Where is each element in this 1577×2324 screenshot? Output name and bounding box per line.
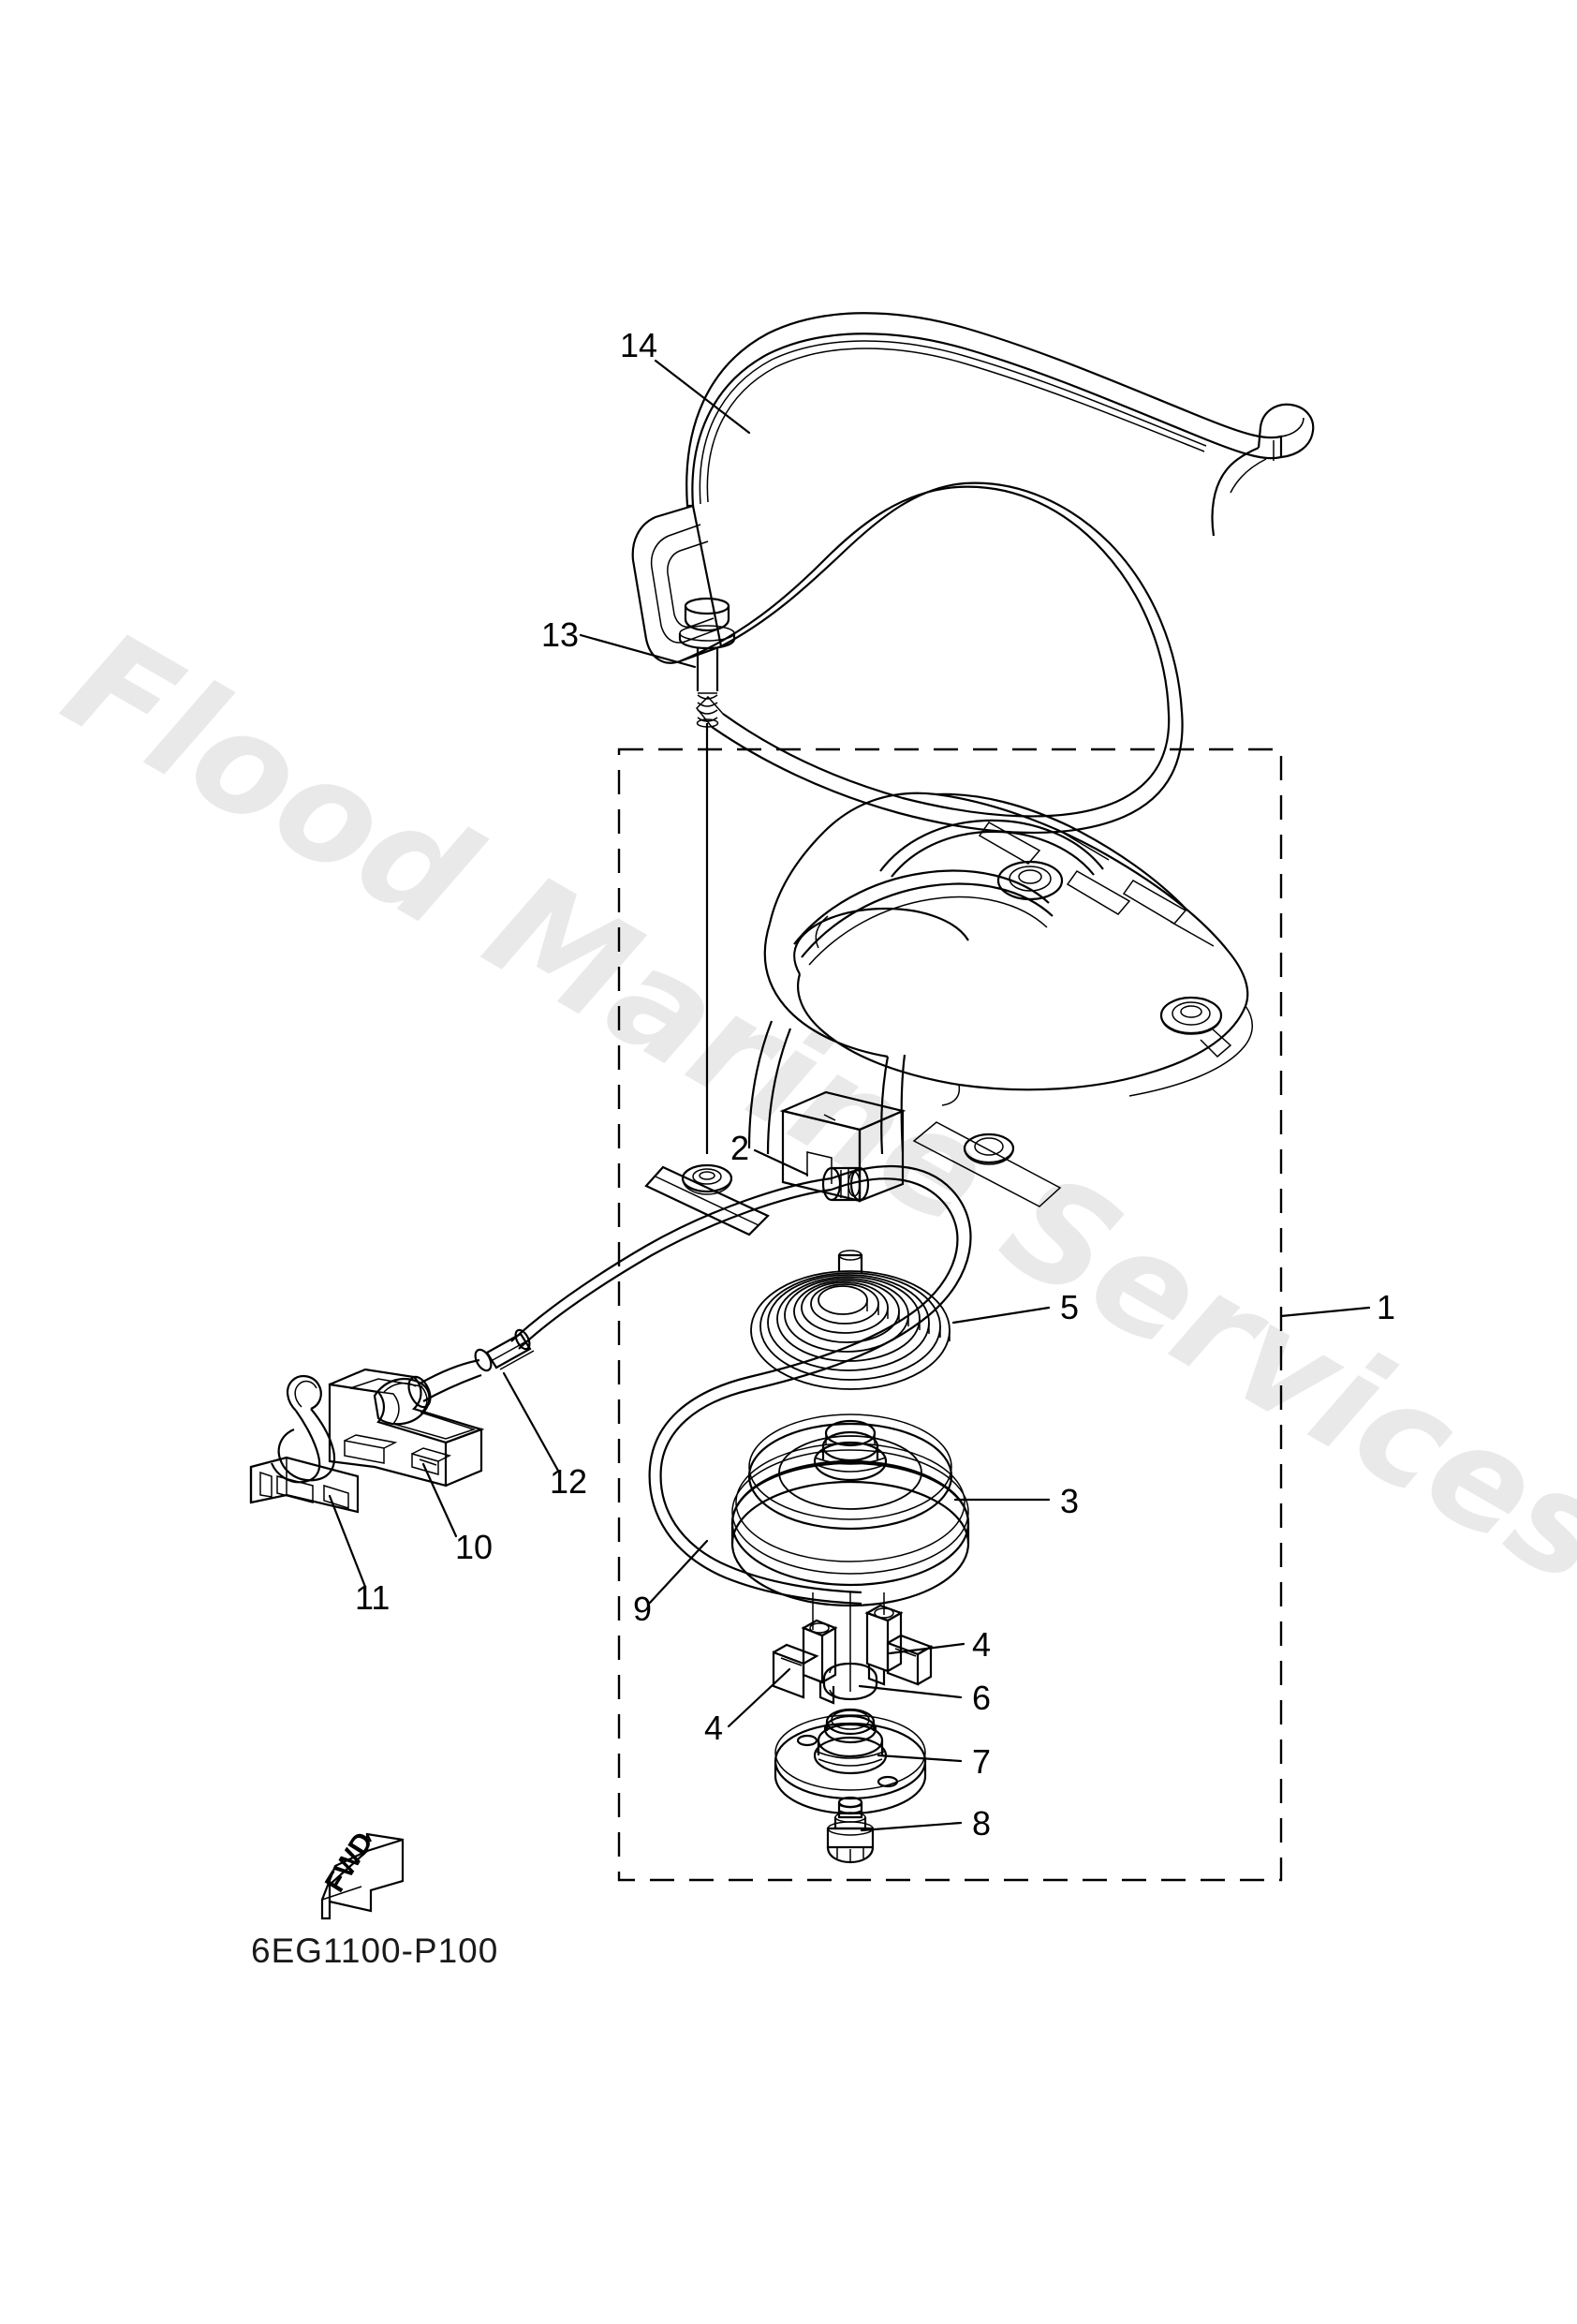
leader-14 (654, 359, 751, 435)
part-starter-pawl-left (772, 1619, 838, 1705)
callout-14[interactable]: 14 (620, 326, 657, 364)
starter-assembly-group-box (617, 748, 1283, 1882)
leader-2 (753, 1148, 809, 1177)
callout-6[interactable]: 6 (972, 1679, 991, 1717)
callout-2[interactable]: 2 (730, 1129, 749, 1167)
leader-6 (858, 1684, 963, 1699)
fwd-arrow-marker: FWD (319, 1827, 405, 1920)
callout-4-right[interactable]: 4 (972, 1625, 991, 1664)
part-cover-seal (631, 312, 1315, 835)
callout-4-left[interactable]: 4 (704, 1709, 723, 1747)
bolt-thread-hatch (697, 694, 718, 722)
part-spiral-spring (750, 1250, 951, 1390)
fwd-label: FWD (319, 1827, 379, 1897)
part-mounting-bolt (678, 597, 736, 728)
callout-10[interactable]: 10 (455, 1528, 493, 1566)
callout-8[interactable]: 8 (972, 1804, 991, 1843)
callout-leaders (328, 359, 1371, 1832)
leader-4b (727, 1667, 791, 1728)
callout-7[interactable]: 7 (972, 1742, 991, 1781)
part-handle-hook (249, 1375, 360, 1514)
callout-9[interactable]: 9 (633, 1590, 652, 1628)
part-starter-case (644, 792, 1253, 1236)
callout-3[interactable]: 3 (1060, 1482, 1079, 1520)
leader-13 (579, 633, 697, 669)
leader-9 (648, 1539, 709, 1605)
callout-numbers: 1 2 3 4 4 5 6 7 8 9 10 11 12 13 14 (355, 326, 1395, 1843)
callout-1[interactable]: 1 (1377, 1288, 1395, 1326)
leader-1 (1279, 1306, 1371, 1318)
leader-10 (421, 1462, 458, 1538)
callout-11[interactable]: 11 (355, 1578, 390, 1617)
callout-12[interactable]: 12 (550, 1462, 587, 1501)
part-starter-rope (510, 1165, 972, 1606)
diagram-code: 6EG1100-P100 (251, 1932, 498, 1970)
part-starter-handle (328, 1358, 485, 1488)
part-starter-pawl-right (864, 1604, 934, 1686)
assembly-alignment-lines (812, 1592, 885, 1692)
part-retaining-clip (822, 1662, 878, 1701)
part-rope-ferrule (474, 1328, 535, 1372)
callout-13[interactable]: 13 (541, 615, 579, 654)
leader-5 (951, 1306, 1051, 1325)
leader-11 (328, 1494, 367, 1589)
leader-12 (502, 1371, 560, 1473)
leader-4a (888, 1642, 965, 1655)
part-sheave-drum (730, 1414, 970, 1607)
leader-8 (860, 1821, 963, 1832)
leader-7 (877, 1754, 963, 1763)
callout-5[interactable]: 5 (1060, 1288, 1079, 1326)
